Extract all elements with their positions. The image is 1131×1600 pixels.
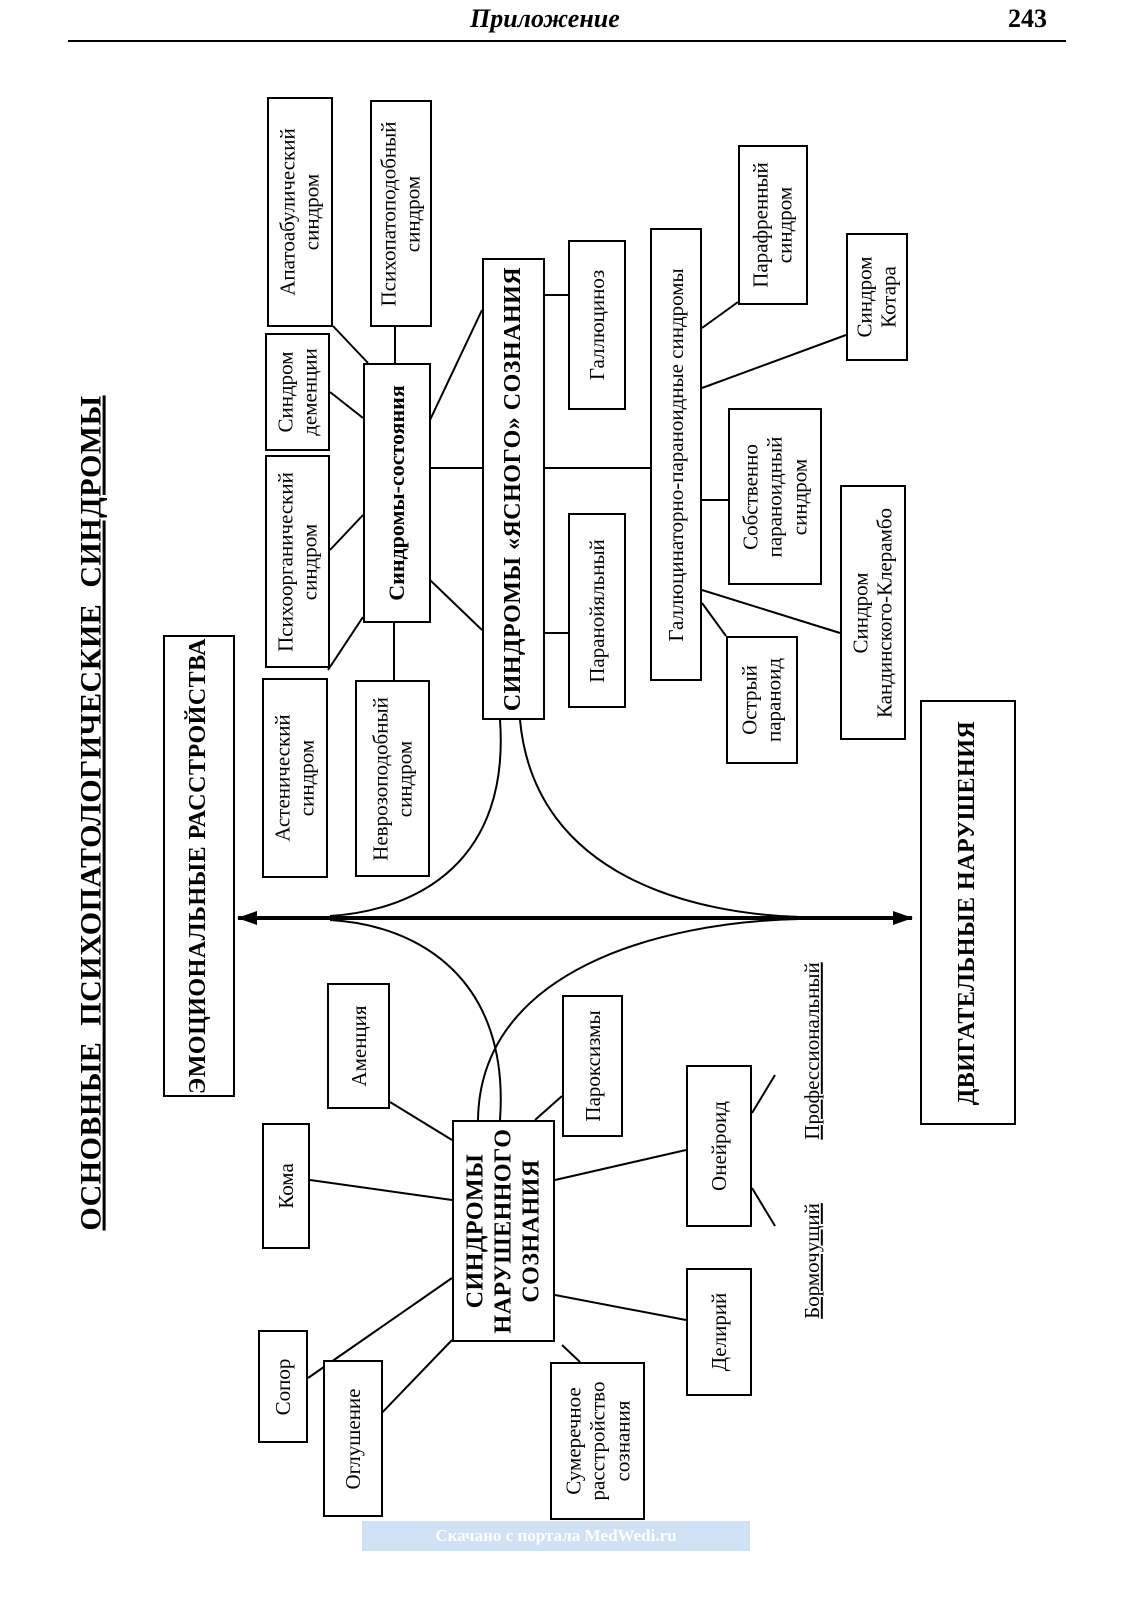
states-hub-box: Синдромы-состояния bbox=[363, 363, 431, 623]
twilight-label: Сумеречное расстройство сознания bbox=[560, 1381, 634, 1501]
link-clouded-paroxysms bbox=[534, 1095, 563, 1121]
motor-disorders-label: ДВИГАТЕЛЬНЫЕ НАРУШЕНИЯ bbox=[954, 720, 981, 1105]
psychoorganic-box: Психоорганический синдром bbox=[265, 455, 330, 668]
asthenic-box: Астенический синдром bbox=[262, 678, 328, 878]
link-clouded-stunning bbox=[374, 1339, 453, 1421]
delirium-label: Делирий bbox=[706, 1292, 731, 1372]
link-clouded-amentia bbox=[389, 1101, 453, 1141]
curve-clear-left bbox=[329, 719, 502, 917]
link-hp-cotard bbox=[701, 334, 847, 389]
emotional-disorders-label: ЭМОЦИОНАЛЬНЫЕ РАССТРОЙСТВА bbox=[185, 637, 212, 1095]
amentia-label: Аменция bbox=[346, 1005, 371, 1087]
link-clouded-delirium bbox=[554, 1294, 687, 1321]
link-states-apatoabulic bbox=[332, 325, 369, 364]
mussitating-variant: Бормочущий bbox=[792, 1187, 832, 1335]
neurosis-box: Неврозоподобный синдром bbox=[355, 680, 430, 877]
paroxysms-label: Пароксизмы bbox=[580, 1010, 605, 1122]
link-states-dementia bbox=[329, 391, 364, 419]
hallucinatory-paranoid-box: Галлюцинаторно-параноидные синдромы bbox=[650, 228, 702, 681]
delirium-box: Делирий bbox=[686, 1268, 752, 1396]
link-states-psychoorganic bbox=[329, 514, 364, 551]
apatoabulic-box: Апатоабулический синдром bbox=[267, 97, 333, 327]
dementia-label: Синдром деменции bbox=[273, 348, 322, 436]
curve-clear-right bbox=[519, 719, 801, 918]
link-clouded-coma bbox=[309, 1179, 453, 1201]
dementia-box: Синдром деменции bbox=[265, 333, 330, 451]
coma-label: Кома bbox=[273, 1163, 298, 1209]
link-hp-acute bbox=[701, 602, 727, 637]
psychopath-label: Психопатоподобный синдром bbox=[376, 121, 425, 306]
link-oneiroid-mussitating bbox=[751, 1187, 776, 1227]
asthenic-label: Астенический синдром bbox=[270, 714, 319, 842]
mussitating-label: Бормочущий bbox=[799, 1203, 824, 1319]
clouded-hub-box: СИНДРОМЫ НАРУШЕННОГО СОЗНАНИЯ bbox=[452, 1120, 555, 1342]
hallucinatory-paranoid-label: Галлюцинаторно-параноидные синдромы bbox=[663, 267, 688, 642]
stunning-label: Оглушение bbox=[340, 1388, 365, 1489]
cotard-box: Синдром Котара bbox=[846, 233, 908, 361]
link-clouded-twilight bbox=[561, 1344, 581, 1363]
hallucinosis-label-box: Галлюциноз bbox=[568, 240, 626, 410]
link-oneiroid-professional bbox=[751, 1074, 776, 1114]
paroxysms-box: Пароксизмы bbox=[562, 995, 623, 1137]
link-states-asthenic bbox=[327, 616, 364, 671]
amentia-box: Аменция bbox=[327, 983, 390, 1109]
link-states-clear bbox=[429, 309, 483, 421]
psychoorganic-label: Психоорганический синдром bbox=[273, 471, 322, 652]
sopor-label: Сопор bbox=[270, 1358, 295, 1415]
link-clouded-oneiroid bbox=[554, 1149, 687, 1181]
neurosis-label: Неврозоподобный синдром bbox=[368, 696, 417, 861]
paranoial-box: Паранойяльный bbox=[568, 513, 626, 708]
clouded-hub-label: СИНДРОМЫ НАРУШЕННОГО СОЗНАНИЯ bbox=[461, 1128, 544, 1334]
psychopath-box: Психопатоподобный синдром bbox=[370, 100, 432, 327]
cotard-label: Синдром Котара bbox=[852, 256, 901, 338]
source-watermark: Скачано с портала MedWedi.ru bbox=[362, 1521, 750, 1551]
link-states-clear-3 bbox=[429, 579, 483, 631]
paranoid-proper-box: Собственно параноидный синдром bbox=[728, 408, 822, 585]
kandinsky-box: Синдром Кандинского-Клерамбо bbox=[840, 485, 906, 740]
clear-hub-box: СИНДРОМЫ «ЯСНОГО» СОЗНАНИЯ bbox=[482, 258, 545, 720]
states-hub-label: Синдромы-состояния bbox=[384, 385, 410, 601]
oneiroid-box: Онейроид bbox=[686, 1065, 752, 1227]
coma-box: Кома bbox=[262, 1123, 310, 1249]
oneiroid-label: Онейроид bbox=[706, 1101, 731, 1191]
paraphrenic-label: Парафренный синдром bbox=[748, 162, 797, 288]
paranoial-label: Паранойяльный bbox=[584, 538, 609, 683]
emotional-disorders-box: ЭМОЦИОНАЛЬНЫЕ РАССТРОЙСТВА bbox=[163, 635, 235, 1097]
sopor-box: Сопор bbox=[258, 1330, 308, 1443]
link-hp-paraphrenic bbox=[701, 301, 739, 329]
motor-disorders-box: ДВИГАТЕЛЬНЫЕ НАРУШЕНИЯ bbox=[920, 700, 1016, 1125]
paraphrenic-box: Парафренный синдром bbox=[738, 145, 808, 305]
professional-label: Профессиональный bbox=[799, 962, 824, 1140]
paranoid-proper-label: Собственно параноидный синдром bbox=[738, 436, 812, 557]
header-rule bbox=[68, 40, 1066, 42]
stunning-box: Оглушение bbox=[323, 1360, 383, 1517]
header-section-title: Приложение bbox=[470, 4, 620, 33]
kandinsky-label: Синдром Кандинского-Клерамбо bbox=[848, 507, 897, 718]
curve-clouded-left bbox=[329, 919, 502, 1121]
apatoabulic-label: Апатоабулический синдром bbox=[275, 128, 324, 296]
clear-hub-label: СИНДРОМЫ «ЯСНОГО» СОЗНАНИЯ bbox=[499, 266, 526, 712]
curve-clouded-right bbox=[477, 918, 801, 1121]
hallucinosis-label: Галлюциноз bbox=[584, 269, 609, 381]
twilight-box: Сумеречное расстройство сознания bbox=[550, 1362, 645, 1520]
link-hp-kandinsky bbox=[701, 589, 841, 634]
acute-paranoid-box: Острый параноид bbox=[726, 636, 798, 764]
page-number: 243 bbox=[1008, 4, 1047, 33]
main-title: ОСНОВНЫЕ ПСИХОПАТОЛОГИЧЕСКИЕ СИНДРОМЫ bbox=[74, 394, 108, 1231]
professional-variant: Профессиональный bbox=[792, 945, 832, 1157]
acute-paranoid-label: Острый параноид bbox=[737, 657, 786, 743]
